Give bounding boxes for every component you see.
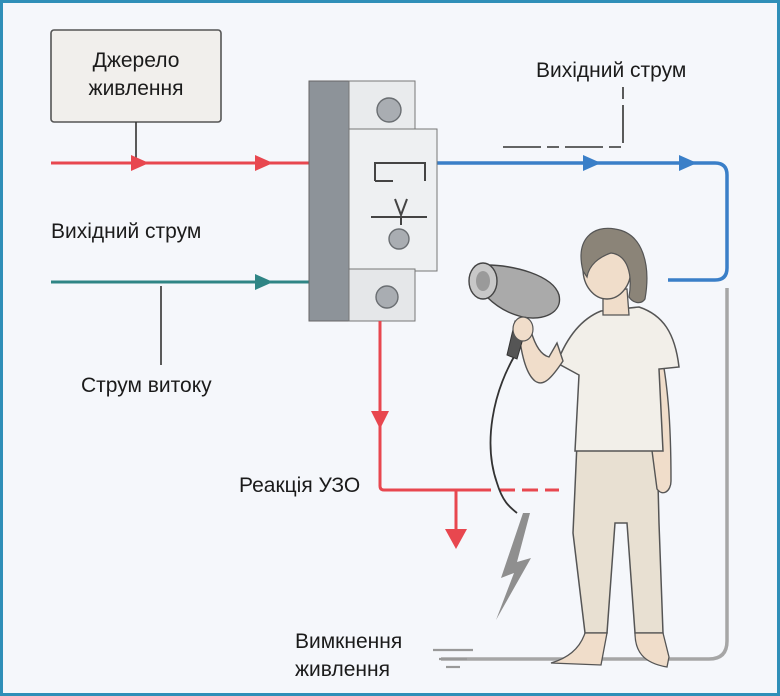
- arrow-icon: [445, 529, 467, 549]
- rcd-device: [308, 80, 438, 322]
- arrow-icon: [255, 155, 273, 171]
- power-source-label-line1: Джерело: [93, 49, 180, 72]
- person-hand: [512, 316, 534, 342]
- rcd-diagram: Джерело живлення Вихідний струм Струм ви…: [50, 29, 729, 681]
- output-current-pointer: [503, 87, 624, 148]
- rcd-reaction-line: [371, 321, 559, 549]
- arrow-icon: [371, 411, 389, 429]
- person-left-arm: [518, 330, 564, 384]
- person-shirt: [556, 306, 680, 452]
- dryer-cord: [489, 354, 518, 514]
- rcd-reaction-label: Реакція УЗО: [239, 474, 360, 497]
- person-hair: [580, 227, 648, 304]
- person-with-hair-dryer: [468, 227, 680, 668]
- person-trousers: [572, 442, 664, 634]
- rcd-schematic-symbol: [374, 162, 426, 182]
- output-current-top-label: Вихідний струм: [536, 59, 686, 82]
- arrow-icon: [131, 155, 149, 171]
- output-current-left-label: Вихідний струм: [51, 220, 201, 243]
- power-source-label-line2: живлення: [89, 77, 184, 100]
- hair-dryer-icon: [468, 262, 561, 360]
- power-source-box: Джерело живлення: [50, 29, 222, 123]
- leakage-current-label: Струм витоку: [81, 374, 212, 397]
- lightning-icon: [496, 513, 531, 620]
- arrow-icon: [255, 274, 273, 290]
- power-off-label-line2: живлення: [295, 658, 390, 681]
- output-current-line: [435, 155, 729, 282]
- arrow-icon: [583, 155, 601, 171]
- phase-input-line: [51, 155, 309, 171]
- terminal-screw-top: [376, 97, 402, 123]
- terminal-screw-middle: [388, 228, 410, 250]
- power-off-label-line1: Вимкнення: [295, 630, 402, 653]
- ground-return-line: [441, 288, 729, 661]
- person-foot-left: [550, 632, 608, 666]
- person-foot-right: [634, 632, 670, 668]
- arrow-icon: [679, 155, 697, 171]
- ground-symbol-icon: [433, 648, 473, 669]
- terminal-screw-bottom: [375, 285, 399, 309]
- neutral-input-line: [51, 274, 309, 290]
